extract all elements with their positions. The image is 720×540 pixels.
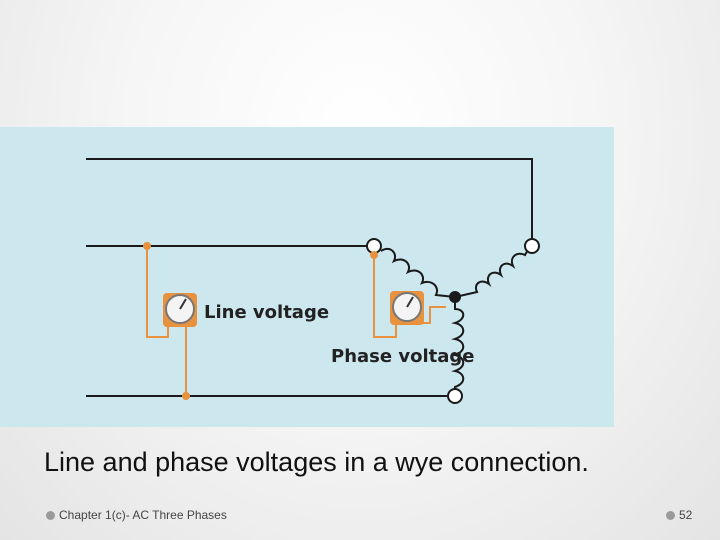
neutral-point bbox=[449, 291, 461, 303]
probe-point bbox=[182, 392, 190, 400]
probe-point bbox=[370, 251, 378, 259]
figure-caption: Line and phase voltages in a wye connect… bbox=[44, 447, 589, 477]
page-number-text: 52 bbox=[679, 508, 693, 522]
diagram-background bbox=[0, 127, 614, 427]
footer-chapter-text: Chapter 1(c)- AC Three Phases bbox=[59, 508, 227, 522]
terminal-b bbox=[366, 238, 382, 254]
phase-voltmeter-icon bbox=[390, 291, 424, 325]
phase-voltage-label: Phase voltage bbox=[331, 346, 474, 367]
phase-coil-b bbox=[380, 247, 456, 298]
phase-coil-c bbox=[451, 297, 465, 389]
footer-bullet bbox=[46, 510, 55, 520]
footer-chapter: Chapter 1(c)- AC Three Phases bbox=[46, 507, 227, 523]
line-wire-a bbox=[86, 158, 533, 239]
phase-meter-lead-1 bbox=[373, 255, 397, 338]
line-voltage-label: Line voltage bbox=[204, 302, 329, 323]
line-voltmeter-icon bbox=[163, 293, 197, 327]
terminal-a bbox=[524, 238, 540, 254]
phase-coil-a bbox=[454, 247, 530, 298]
probe-point bbox=[143, 242, 151, 250]
wye-connection-diagram: Line voltage Phase voltage bbox=[0, 127, 614, 427]
footer-page-number: 52 bbox=[666, 507, 692, 523]
footer-bullet bbox=[666, 510, 675, 520]
terminal-c bbox=[447, 388, 463, 404]
